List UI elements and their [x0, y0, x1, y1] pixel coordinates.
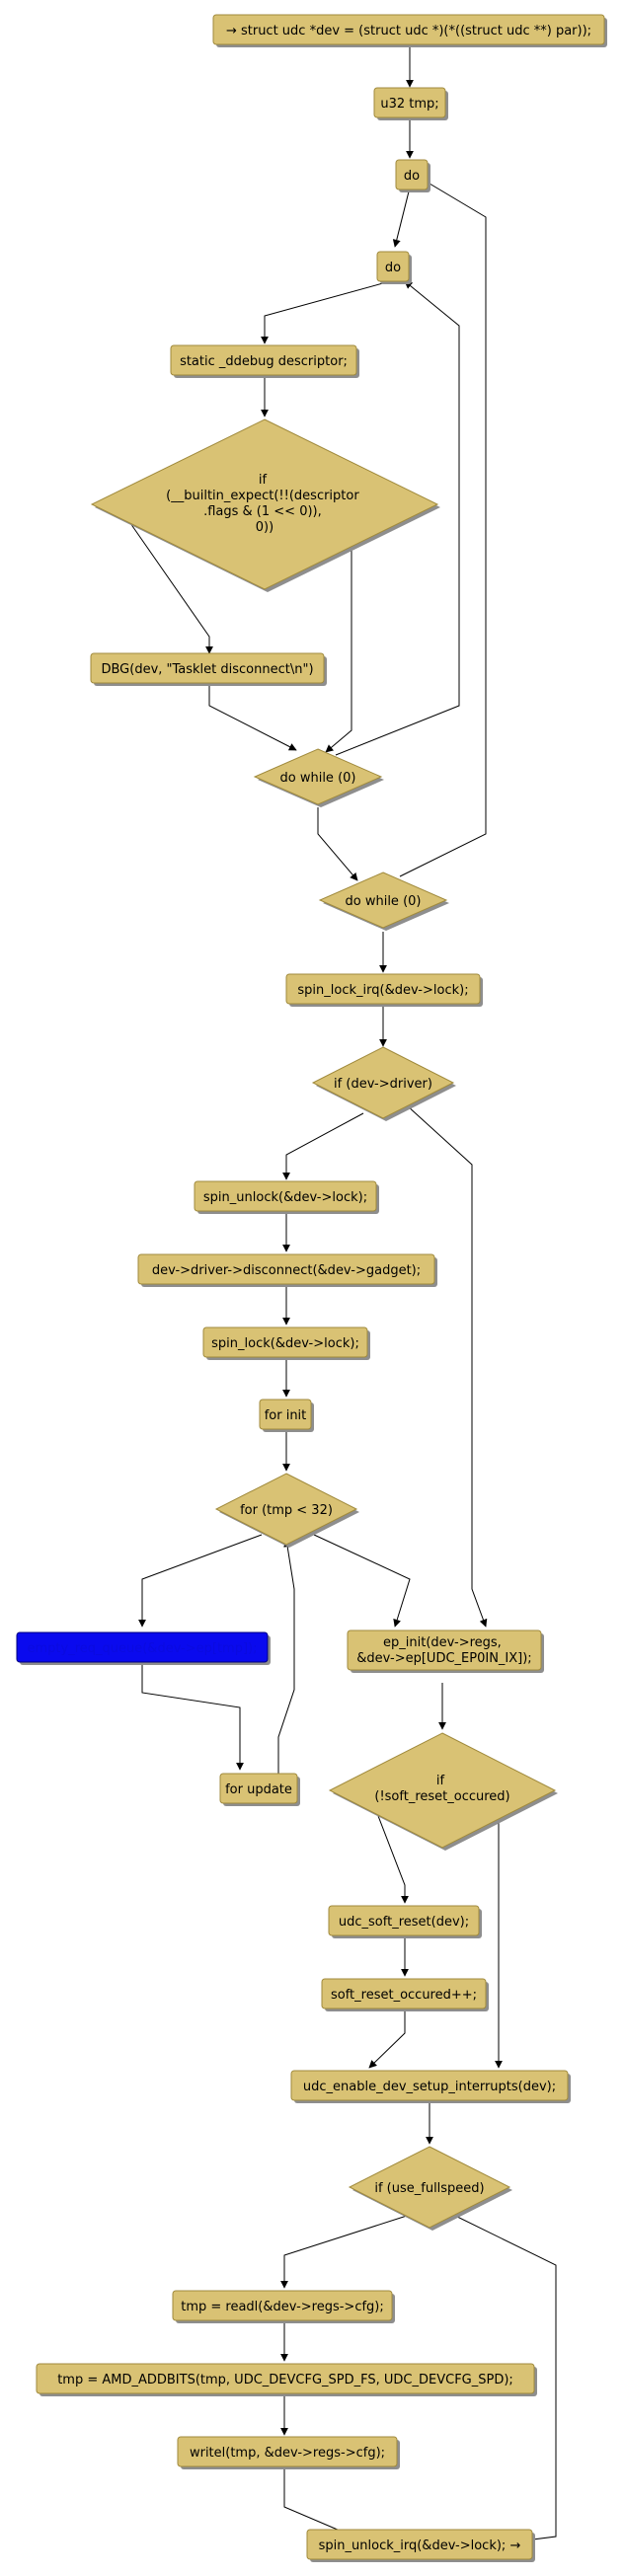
- node-addbits-label: tmp = AMD_ADDBITS(tmp, UDC_DEVCFG_SPD_FS…: [57, 2373, 513, 2387]
- node-entry: → struct udc *dev = (struct udc *)(*((st…: [212, 14, 607, 47]
- node-enable-setup: udc_enable_dev_setup_interrupts(dev);: [290, 2070, 571, 2103]
- node-spin-lock-irq-label: spin_lock_irq(&dev->lock);: [297, 983, 468, 998]
- edge-ifdriver-epinit: [406, 1104, 488, 1628]
- node-readl-label: tmp = readl(&dev->regs->cfg);: [181, 2300, 384, 2314]
- edge-forcond-epinit: [313, 1534, 411, 1628]
- edge-while-inner-while-outer: [317, 807, 358, 881]
- edge-ifsoftreset-udcsoftreset: [374, 1807, 409, 1904]
- node-do-outer: do: [395, 159, 430, 192]
- node-if-driver-label: if (dev->driver): [334, 1077, 432, 1092]
- node-writel: writel(tmp, &dev->regs->cfg);: [177, 2436, 400, 2469]
- nodes: → struct udc *dev = (struct udc *)(*((st…: [16, 14, 607, 2562]
- node-if-builtin-line-1: if: [259, 473, 268, 488]
- node-if-fullspeed-label: if (use_fullspeed): [374, 2181, 484, 2196]
- node-while-inner-label: do while (0): [280, 771, 356, 786]
- edge-if-dbg: [129, 522, 213, 654]
- node-spin-lock-irq: spin_lock_irq(&dev->lock);: [285, 973, 483, 1007]
- node-if-builtin-line-4: 0)): [256, 520, 273, 535]
- node-while-inner: do while (0): [253, 748, 384, 807]
- edge-iffullspeed-readl: [280, 2215, 408, 2289]
- node-soft-reset-inc: soft_reset_occured++;: [321, 1978, 489, 2011]
- node-if-soft-reset-label: if (!soft_reset_occured): [374, 1774, 509, 1804]
- node-disconnect-label: dev->driver->disconnect(&dev->gadget);: [152, 1263, 421, 1278]
- node-empty-req-queue-label: empty_req_queue(&dev->ep[tmp]);: [28, 1641, 258, 1656]
- node-do-outer-label: do: [404, 169, 420, 184]
- node-ddebug-label: static _ddebug descriptor;: [180, 354, 348, 369]
- node-readl: tmp = readl(&dev->regs->cfg);: [172, 2290, 395, 2323]
- node-disconnect: dev->driver->disconnect(&dev->gadget);: [137, 1253, 437, 1287]
- node-soft-reset-inc-label: soft_reset_occured++;: [331, 1988, 477, 2003]
- edge-forcond-emptyreq: [138, 1534, 263, 1628]
- node-tmp: u32 tmp;: [373, 87, 448, 120]
- node-for-init-label: for init: [265, 1408, 307, 1423]
- edges: [129, 41, 557, 2547]
- node-while-outer-label: do while (0): [346, 894, 422, 909]
- node-if-builtin-label: if (__builtin_expect(!!(descriptor .flag…: [166, 473, 363, 535]
- node-exit-label: spin_unlock_irq(&dev->lock); →: [319, 2538, 521, 2553]
- node-dbg: DBG(dev, "Tasklet disconnect\n"): [90, 652, 327, 686]
- node-ep-init-line-2: &dev->ep[UDC_EP0IN_IX]);: [356, 1651, 531, 1666]
- node-if-builtin: if (__builtin_expect(!!(descriptor .flag…: [90, 418, 440, 592]
- edge-dbg-while-inner: [208, 681, 297, 751]
- node-do-inner: do: [376, 251, 412, 284]
- edge-while-inner-loop: [335, 280, 460, 756]
- edge-forupdate-forcond: [277, 1539, 295, 1774]
- node-ddebug: static _ddebug descriptor;: [170, 344, 359, 378]
- node-enable-setup-label: udc_enable_dev_setup_interrupts(dev);: [303, 2080, 556, 2094]
- node-while-outer: do while (0): [318, 871, 449, 931]
- edge-if-while-inner: [325, 548, 352, 753]
- node-empty-req-queue: empty_req_queue(&dev->ep[tmp]);: [16, 1631, 271, 1665]
- node-for-update: for update: [219, 1773, 300, 1806]
- node-for-cond: for (tmp < 32): [214, 1473, 359, 1548]
- node-for-cond-label: for (tmp < 32): [240, 1503, 333, 1518]
- node-spin-lock: spin_lock(&dev->lock);: [202, 1326, 370, 1360]
- node-udc-soft-reset-label: udc_soft_reset(dev);: [339, 1915, 469, 1930]
- node-udc-soft-reset: udc_soft_reset(dev);: [328, 1905, 482, 1938]
- node-addbits: tmp = AMD_ADDBITS(tmp, UDC_DEVCFG_SPD_FS…: [36, 2363, 537, 2396]
- node-ep-init-label: ep_init(dev->regs, &dev->ep[UDC_EP0IN_IX…: [356, 1635, 531, 1666]
- node-if-soft-reset-line-2: (!soft_reset_occured): [374, 1789, 509, 1804]
- node-exit: spin_unlock_irq(&dev->lock); →: [306, 2529, 535, 2562]
- edge-ifdriver-spinunlock: [282, 1112, 364, 1180]
- node-entry-label: → struct udc *dev = (struct udc *)(*((st…: [226, 24, 591, 38]
- edge-do-outer-do-inner: [392, 187, 411, 248]
- node-if-builtin-line-3: .flags & (1 << 0)),: [203, 504, 322, 519]
- edge-while-outer-loop: [399, 177, 487, 877]
- node-if-soft-reset: if (!soft_reset_occured): [328, 1732, 558, 1851]
- node-do-inner-label: do: [385, 261, 401, 275]
- edge-emptyreq-forupdate: [141, 1663, 244, 1771]
- node-for-init: for init: [259, 1399, 314, 1432]
- node-if-soft-reset-line-1: if: [436, 1774, 445, 1788]
- node-dbg-label: DBG(dev, "Tasklet disconnect\n"): [101, 662, 313, 677]
- edge-do-inner-ddebug: [261, 280, 391, 344]
- node-spin-unlock: spin_unlock(&dev->lock);: [194, 1180, 379, 1214]
- node-if-driver: if (dev->driver): [311, 1046, 456, 1121]
- node-if-builtin-line-2: (__builtin_expect(!!(descriptor: [166, 489, 359, 503]
- node-spin-unlock-label: spin_unlock(&dev->lock);: [203, 1190, 367, 1205]
- edge-inc-enable: [368, 2010, 406, 2069]
- node-tmp-label: u32 tmp;: [380, 97, 438, 112]
- node-ep-init-line-1: ep_init(dev->regs,: [383, 1635, 502, 1650]
- node-spin-lock-label: spin_lock(&dev->lock);: [211, 1336, 359, 1351]
- node-for-update-label: for update: [225, 1782, 292, 1797]
- node-writel-label: writel(tmp, &dev->regs->cfg);: [190, 2446, 385, 2461]
- node-if-fullspeed: if (use_fullspeed): [348, 2146, 512, 2231]
- node-ep-init: ep_init(dev->regs, &dev->ep[UDC_EP0IN_IX…: [347, 1629, 544, 1673]
